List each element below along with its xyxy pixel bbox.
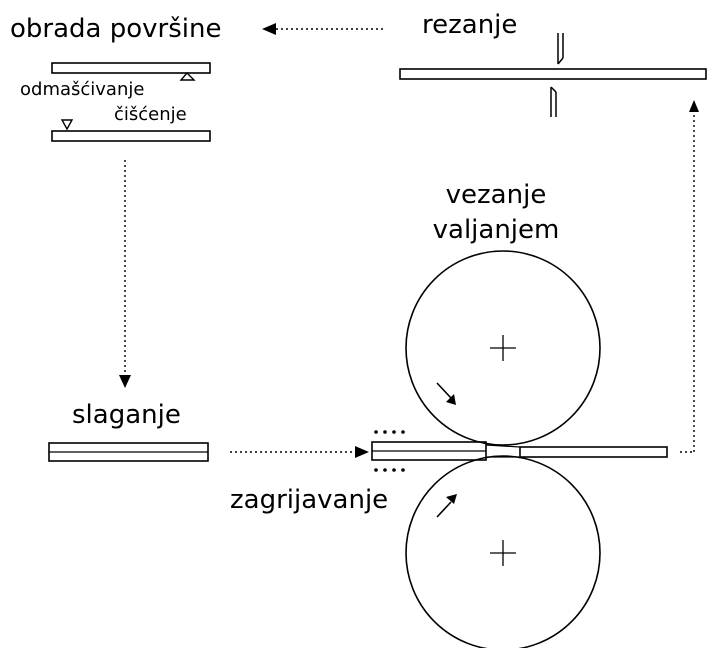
heating-dot [392,430,396,434]
label-heating: zagrijavanje [230,485,389,515]
label-surface-treatment: obrada površine [10,14,222,44]
label-cleaning: čišćenje [114,104,187,125]
label-stacking: slaganje [72,400,181,430]
label-cutting: rezanje [422,10,518,40]
arrow-head-up-icon [689,100,699,112]
heating-dot [374,430,378,434]
arrow-head-down-icon [119,375,131,388]
lower-roll-rotation-arrow [436,501,452,518]
cleaning-tool-icon [60,119,74,131]
heating-dot [383,430,387,434]
heating-dot [383,468,387,472]
lower-roll-rotation-arrow-head-icon [446,494,457,504]
strip-cutting [399,68,707,80]
heating-dots [374,430,405,472]
label-degreasing: odmašćivanje [20,79,145,100]
arrow-head-left-icon [262,23,276,35]
heating-dot [392,468,396,472]
heating-dot [401,468,405,472]
lower-blade-edge [550,86,557,93]
arrow-head-right-icon [355,446,369,458]
bonded-strip-through-gap-top [485,444,521,448]
heating-dot [401,430,405,434]
upper-blade-edge [557,57,564,65]
lower-roll [405,455,601,648]
upper-roll [405,250,601,446]
upper-roll-rotation-arrow-head-icon [446,394,456,405]
heating-dot [374,468,378,472]
degreasing-tool-icon [179,71,196,81]
label-roll-bonding-line2: valjanjem [432,215,560,245]
strip-cleaning [51,130,211,142]
label-roll-bonding-line1: vezanje [445,180,547,210]
strip-degreasing [51,62,211,74]
bonded-strip-out [519,446,668,458]
upper-roll-rotation-arrow [436,382,452,399]
